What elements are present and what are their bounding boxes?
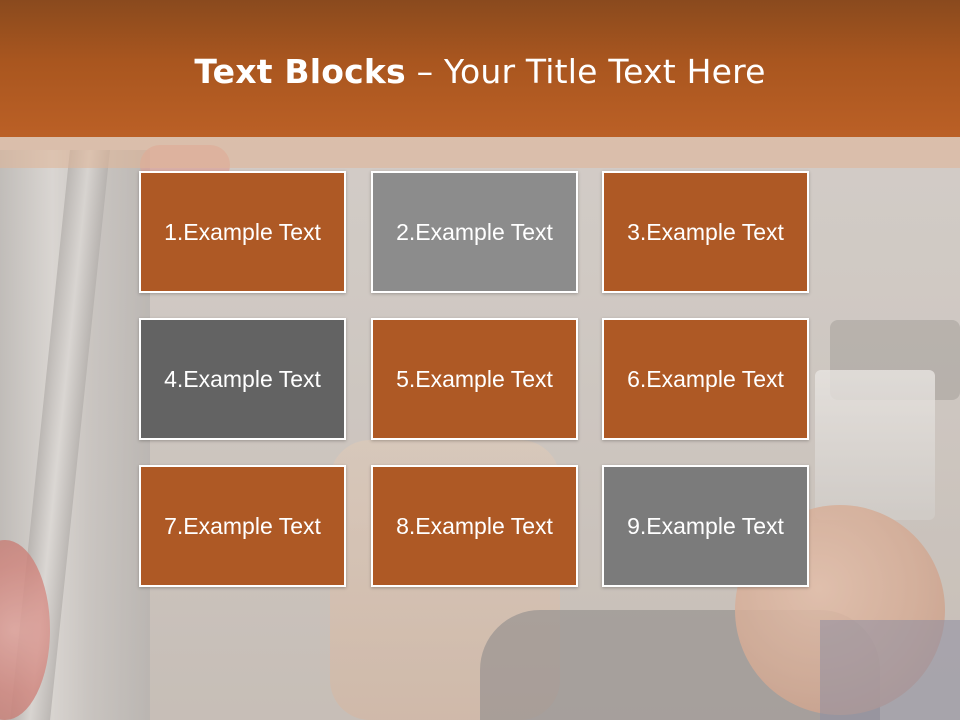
text-block-label: 1.Example Text: [164, 218, 321, 245]
text-block-label: 2.Example Text: [396, 218, 553, 245]
slide-title[interactable]: Text Blocks – Your Title Text Here: [0, 0, 960, 146]
title-rest-part: – Your Title Text Here: [405, 51, 766, 91]
text-block-label: 8.Example Text: [396, 512, 553, 539]
bench-pad: [820, 620, 960, 720]
text-block-label: 6.Example Text: [627, 365, 784, 392]
text-block-label: 5.Example Text: [396, 365, 553, 392]
text-block-9[interactable]: 9.Example Text: [602, 465, 809, 587]
text-block-label: 3.Example Text: [627, 218, 784, 245]
text-block-2[interactable]: 2.Example Text: [371, 171, 578, 293]
text-block-8[interactable]: 8.Example Text: [371, 465, 578, 587]
text-block-6[interactable]: 6.Example Text: [602, 318, 809, 440]
text-block-1[interactable]: 1.Example Text: [139, 171, 346, 293]
text-block-label: 9.Example Text: [627, 512, 784, 539]
text-block-label: 4.Example Text: [164, 365, 321, 392]
title-banner: [0, 0, 960, 137]
text-block-label: 7.Example Text: [164, 512, 321, 539]
machine-pad: [815, 370, 935, 520]
title-bold-part: Text Blocks: [194, 51, 406, 91]
title-banner-strip: [0, 137, 960, 168]
text-block-7[interactable]: 7.Example Text: [139, 465, 346, 587]
text-block-4[interactable]: 4.Example Text: [139, 318, 346, 440]
text-block-5[interactable]: 5.Example Text: [371, 318, 578, 440]
text-block-3[interactable]: 3.Example Text: [602, 171, 809, 293]
